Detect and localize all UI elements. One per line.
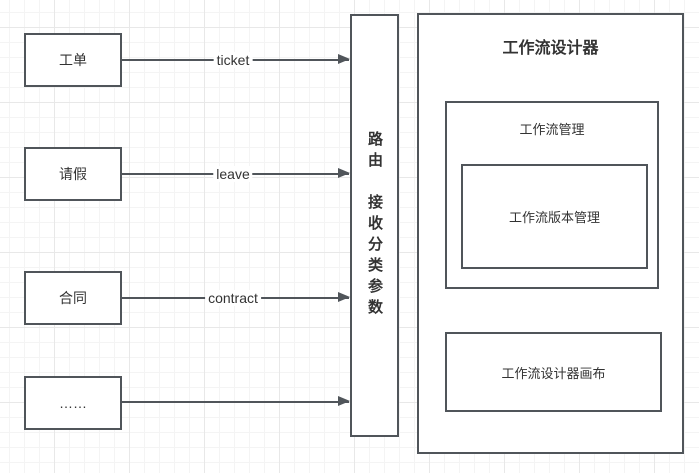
edge-ellipsis xyxy=(122,396,350,406)
workflow-version-management-title: 工作流版本管理 xyxy=(508,210,600,225)
node-ticket-source: 工单 xyxy=(24,33,122,87)
node-contract-label: 合同 xyxy=(59,290,87,306)
node-workflow-designer-canvas: 工作流设计器画布 xyxy=(445,332,662,412)
edge-leave-label: leave xyxy=(213,166,253,182)
node-workflow-version-management: 工作流版本管理 xyxy=(461,164,648,269)
arrowhead-icon xyxy=(338,54,350,64)
workflow-designer-title: 工作流设计器 xyxy=(502,40,599,57)
workflow-designer-canvas-title: 工作流设计器画布 xyxy=(501,365,606,381)
node-router: 路由 接收分类参数 xyxy=(350,14,399,437)
edge-ticket: ticket xyxy=(122,52,350,68)
arrowhead-icon xyxy=(338,292,350,302)
node-workflow-management: 工作流管理 工作流版本管理 xyxy=(445,101,659,289)
node-workflow-designer: 工作流设计器 工作流管理 工作流版本管理 工作流设计器画布 xyxy=(417,13,684,454)
arrowhead-icon xyxy=(338,168,350,178)
node-ellipsis-label: …… xyxy=(59,395,87,411)
edge-contract-label: contract xyxy=(205,290,261,306)
node-contract-source: 合同 xyxy=(24,271,122,325)
workflow-management-title: 工作流管理 xyxy=(519,122,585,137)
node-leave-source: 请假 xyxy=(24,147,122,201)
node-router-label: 路由 接收分类参数 xyxy=(366,131,383,320)
arrowhead-icon xyxy=(338,396,350,406)
node-leave-label: 请假 xyxy=(59,166,87,182)
edge-contract: contract xyxy=(122,290,350,306)
node-ellipsis-source: …… xyxy=(24,376,122,430)
edge-ticket-label: ticket xyxy=(213,52,253,68)
edge-leave: leave xyxy=(122,166,350,182)
node-ticket-label: 工单 xyxy=(59,52,87,68)
